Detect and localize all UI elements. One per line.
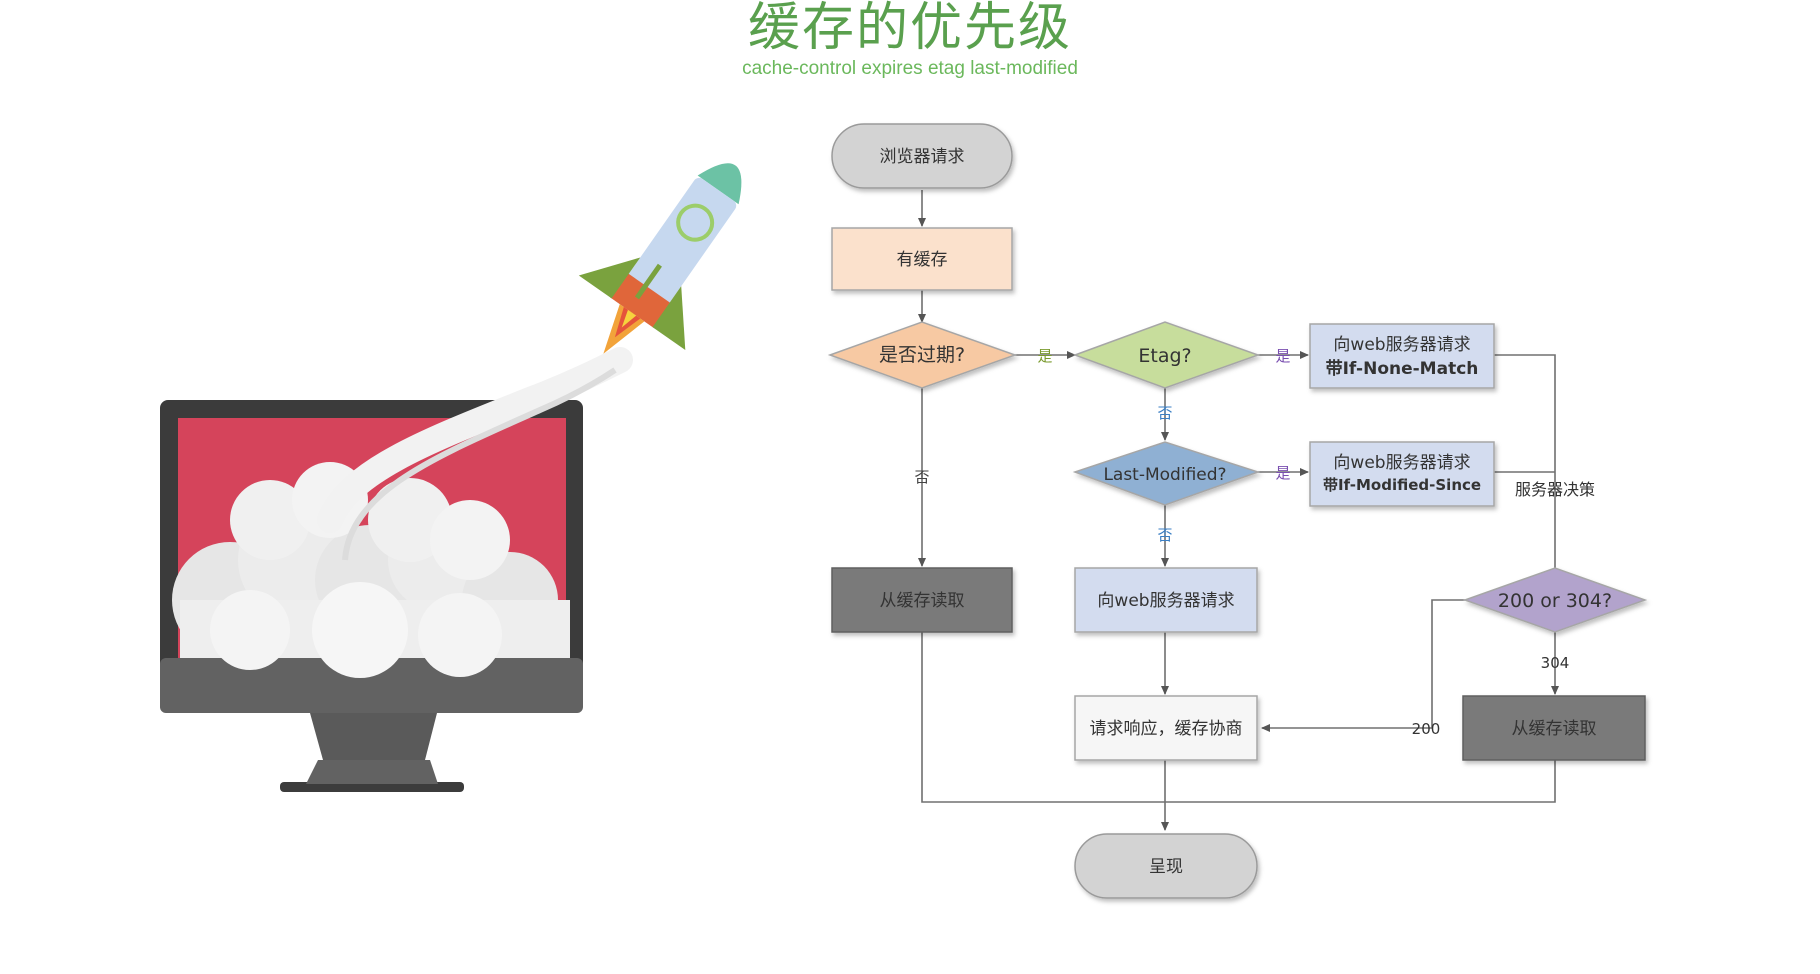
label-expired: 是否过期? — [879, 344, 965, 366]
edge-200 — [1261, 599, 1465, 732]
node-request-server — [1074, 567, 1258, 633]
node-etag — [1072, 321, 1261, 389]
page-title: 缓存的优先级 — [747, 0, 1072, 58]
label-none-match-line2: 带If-None-Match — [1326, 358, 1479, 379]
label-modified-since-line1: 向web服务器请求 — [1333, 453, 1470, 473]
connectors — [918, 190, 1559, 831]
edge-label-no-etag: 否 — [1157, 404, 1172, 422]
node-request-if-modified-since — [1309, 441, 1495, 507]
edge-cache-paths-to-render — [921, 632, 1556, 803]
node-decision-200-304 — [1462, 567, 1648, 633]
label-modified-since-line2: 带If-Modified-Since — [1323, 476, 1481, 494]
node-read-cache-right — [1462, 695, 1646, 761]
label-read-cache-right: 从缓存读取 — [1512, 719, 1597, 739]
node-browser-request — [831, 123, 1013, 189]
label-has-cache: 有缓存 — [897, 250, 948, 270]
cloud-icon — [172, 347, 633, 678]
node-render — [1074, 833, 1258, 899]
label-browser-request: 浏览器请求 — [880, 147, 965, 167]
edge-none-match-to-decision — [1494, 354, 1559, 596]
edge-label-yes-etag: 是 — [1275, 347, 1290, 365]
node-response-negotiate — [1074, 695, 1258, 761]
label-decision-200-304: 200 or 304? — [1498, 590, 1612, 612]
rocket-icon — [578, 163, 742, 354]
edge-label-yes-lastmod: 是 — [1275, 464, 1290, 482]
edge-label-304: 304 — [1541, 654, 1570, 672]
edge-label-server-decision: 服务器决策 — [1515, 480, 1595, 499]
page-subtitle: cache-control expires etag last-modified — [742, 58, 1078, 79]
node-expired — [827, 321, 1018, 389]
label-read-cache-left: 从缓存读取 — [880, 591, 965, 611]
edge-label-yes-expired: 是 — [1037, 347, 1052, 365]
edge-label-no-expired: 否 — [914, 468, 929, 486]
node-last-modified — [1072, 441, 1261, 506]
edge-label-no-lastmod: 否 — [1157, 526, 1172, 544]
label-response-negotiate: 请求响应，缓存协商 — [1090, 719, 1243, 739]
node-has-cache — [831, 227, 1013, 291]
label-last-modified: Last-Modified? — [1103, 465, 1226, 485]
node-read-cache-left — [831, 567, 1013, 633]
label-request-server: 向web服务器请求 — [1097, 591, 1234, 611]
label-etag: Etag? — [1138, 345, 1191, 367]
edge-label-200: 200 — [1412, 720, 1441, 738]
label-render: 呈现 — [1149, 857, 1183, 877]
label-none-match-line1: 向web服务器请求 — [1333, 335, 1470, 355]
node-request-if-none-match — [1309, 323, 1495, 389]
